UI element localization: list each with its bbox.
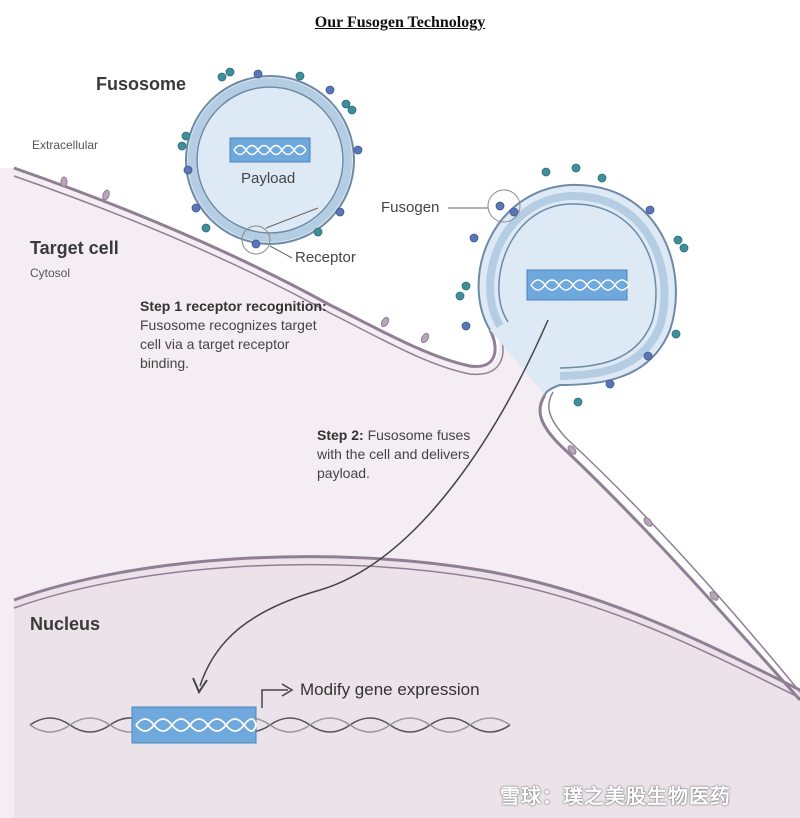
page-title: Our Fusogen Technology — [314, 14, 486, 31]
label-receptor: Receptor — [295, 249, 356, 266]
step2-body: Fusosome fuses with the cell and deliver… — [317, 427, 471, 481]
nucleus-membrane — [13, 555, 800, 692]
step1-text: Step 1 receptor recognition: Fusosome re… — [140, 297, 340, 373]
watermark: 雪球：璞之美股生物医药 — [500, 786, 731, 808]
label-nucleus: Nucleus — [30, 614, 101, 634]
modify-arrow — [261, 689, 288, 708]
label-payload: Payload — [241, 170, 296, 187]
step2-text: Step 2: Fusosome fuses with the cell and… — [317, 426, 487, 483]
label-extracellular: Extracellular — [32, 138, 99, 152]
label-modify-gene-expression: Modify gene expression — [300, 680, 480, 699]
membrane-receptors — [60, 176, 719, 601]
step2-heading: Step 2: — [317, 427, 364, 443]
fusogen-highlight — [487, 189, 521, 223]
step1-heading: Step 1 receptor recognition: — [140, 298, 327, 314]
gene-box — [131, 706, 257, 744]
label-cytosol: Cytosol — [30, 266, 71, 280]
label-target-cell: Target cell — [30, 238, 119, 258]
fused-vesicle — [455, 163, 689, 407]
nucleus-body — [14, 556, 800, 818]
fusosome-vesicle — [177, 67, 363, 249]
dna-helix — [29, 717, 511, 733]
step1-body: Fusosome recognizes target cell via a ta… — [140, 317, 317, 371]
cell-membrane — [13, 166, 497, 368]
receptor-highlight — [241, 225, 271, 255]
label-fusogen: Fusogen — [381, 199, 440, 216]
label-fusosome: Fusosome — [96, 74, 187, 94]
delivery-arrow — [199, 319, 549, 687]
